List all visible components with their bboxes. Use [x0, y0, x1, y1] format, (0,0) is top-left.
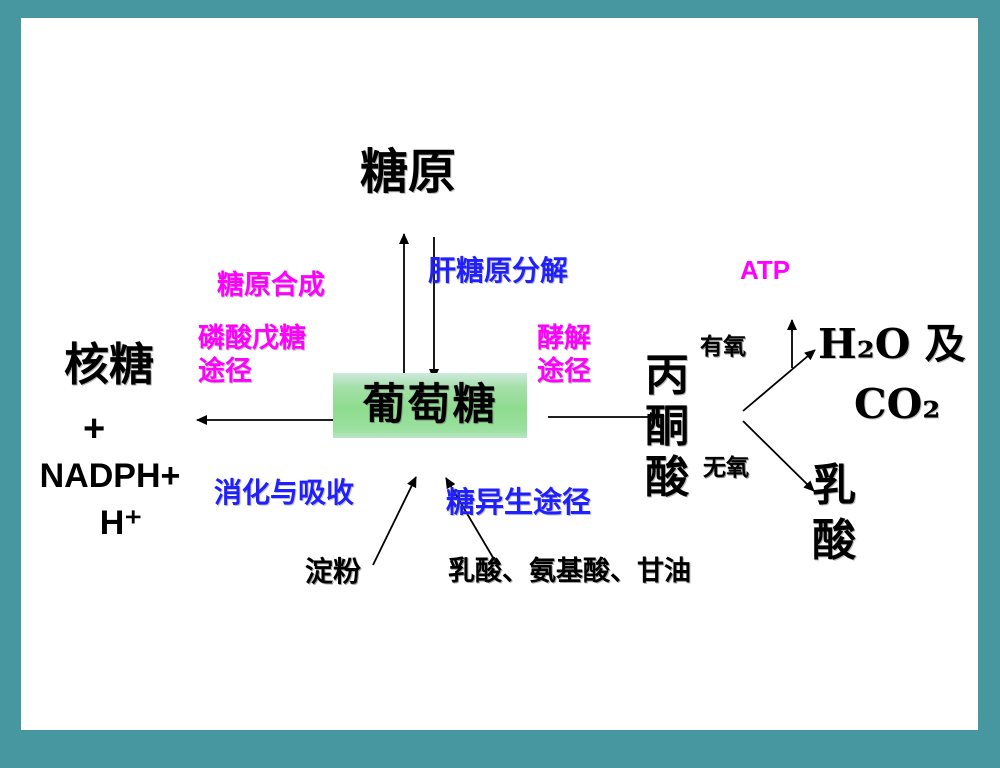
- node-glycogen: 糖原: [360, 144, 457, 200]
- node-nadph: NADPH+: [39, 457, 181, 495]
- node-substrates: 乳酸、氨基酸、甘油: [448, 556, 691, 586]
- node-pyruvate: 丙酮酸: [645, 350, 690, 503]
- node-water-and: H₂O 及: [818, 320, 966, 368]
- node-glucose: 葡萄糖: [362, 379, 498, 430]
- node-atp: ATP: [740, 255, 791, 285]
- label-glycolysis-pathway: 酵解 途径: [537, 323, 591, 386]
- label-anaerobic: 无氧: [703, 454, 749, 480]
- arrow-pyruvate-aerobic: [742, 349, 816, 412]
- label-gluconeogenesis: 糖异生途径: [446, 487, 592, 519]
- label-digestion-absorption: 消化与吸收: [214, 477, 355, 508]
- node-plus-sign: +: [83, 408, 106, 450]
- arrow-starch-to-glucose: [372, 476, 417, 566]
- node-glucose-box: 葡萄糖: [333, 373, 527, 438]
- node-ribose: 核糖: [64, 338, 155, 391]
- node-starch: 淀粉: [305, 556, 362, 587]
- label-pentose-phosphate-pathway: 磷酸戊糖 途径: [198, 323, 306, 386]
- label-aerobic: 有氧: [700, 333, 746, 359]
- node-h-plus: H⁺: [99, 504, 143, 542]
- arrow-pyruvate-anaerobic: [742, 420, 815, 492]
- label-glycogenolysis: 肝糖原分解: [428, 255, 569, 286]
- slide-canvas: 糖原 糖原合成 肝糖原分解 磷酸戊糖 途径 酵解 途径 葡萄糖 核糖 + NAD…: [21, 18, 978, 730]
- node-lactate: 乳酸: [812, 460, 857, 566]
- label-glycogen-synthesis: 糖原合成: [217, 270, 325, 300]
- node-co2: CO₂: [854, 380, 941, 428]
- screenshot-root: { "slide": { "border_color": "#4797a1", …: [21, 18, 978, 730]
